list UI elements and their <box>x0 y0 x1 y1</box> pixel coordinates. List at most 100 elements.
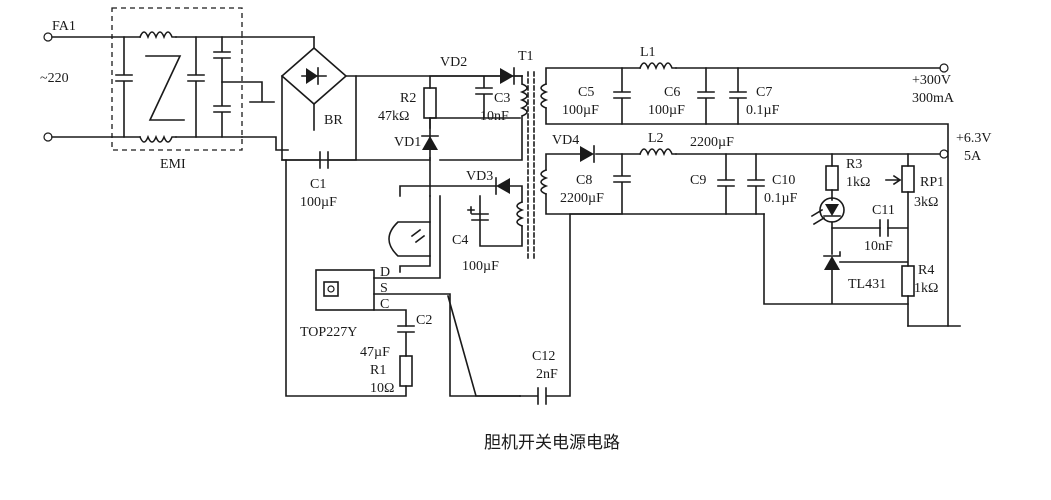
label-c10: C10 <box>772 173 795 188</box>
label-c2: C2 <box>416 313 432 328</box>
output-300v <box>545 62 949 327</box>
snubber <box>421 67 523 197</box>
label-l2: L2 <box>648 131 664 146</box>
c5-capacitor <box>613 67 631 125</box>
emi-choke-top <box>138 31 177 40</box>
r1-resistor <box>399 355 413 387</box>
vd3-diode <box>496 178 510 194</box>
label-out2-v: +6.3V <box>956 131 992 146</box>
label-out1-i: 300mA <box>912 91 955 106</box>
label-mains: ~220 <box>40 71 69 86</box>
label-c6: C6 <box>664 85 680 100</box>
label-l1: L1 <box>640 45 656 60</box>
c2-capacitor <box>397 325 415 357</box>
label-fa1: FA1 <box>52 19 76 34</box>
c7-capacitor <box>729 67 747 125</box>
label-c12: C12 <box>532 349 555 364</box>
top227y-body <box>315 269 375 311</box>
c4-capacitor <box>471 213 489 221</box>
fa1-terminal <box>43 32 53 42</box>
label-c7: C7 <box>756 85 772 100</box>
label-c4: C4 <box>452 233 468 248</box>
label-top227y: TOP227Y <box>300 325 357 340</box>
emi-y-caps <box>213 36 231 138</box>
vd2-diode <box>500 68 514 84</box>
label-out1-v: +300V <box>912 73 951 88</box>
label-rp1-val: 3kΩ <box>914 195 938 210</box>
top227y-ic <box>285 159 521 397</box>
r2-resistor <box>423 87 437 119</box>
t1-aux <box>516 200 525 228</box>
label-pin-c: C <box>380 297 389 312</box>
label-out2-i: 5A <box>964 149 982 164</box>
c10-capacitor <box>747 153 765 215</box>
label-pin-d: D <box>380 265 390 280</box>
label-c7-val: 0.1µF <box>746 103 780 118</box>
l2-inductor <box>638 148 677 157</box>
label-c1-val: 100µF <box>300 195 337 210</box>
label-pin-s: S <box>380 281 388 296</box>
label-br: BR <box>324 113 343 128</box>
out-6v3-terminal <box>939 149 949 159</box>
label-c3-val: 10nF <box>480 109 509 124</box>
label-r1: R1 <box>370 363 386 378</box>
t1-sec1 <box>540 82 549 110</box>
c8-capacitor <box>613 153 631 215</box>
label-vd1: VD1 <box>394 135 421 150</box>
label-emi: EMI <box>160 157 186 172</box>
label-r4-val: 1kΩ <box>914 281 938 296</box>
emi-ground <box>221 81 275 103</box>
l1-inductor <box>638 62 677 71</box>
label-vd2: VD2 <box>440 55 467 70</box>
label-c5: C5 <box>578 85 594 100</box>
label-c11-val: 10nF <box>864 239 893 254</box>
output-6v3 <box>545 145 961 327</box>
label-r1-val: 10Ω <box>370 381 394 396</box>
label-r2: R2 <box>400 91 416 106</box>
label-r3-val: 1kΩ <box>846 175 870 190</box>
label-r3: R3 <box>846 157 862 172</box>
t1-sec2 <box>540 168 549 196</box>
aux-supply <box>399 177 523 247</box>
label-r4: R4 <box>918 263 934 278</box>
emi-cap-2 <box>187 36 205 138</box>
label-c9: C9 <box>690 173 706 188</box>
label-c4-val: 100µF <box>462 259 499 274</box>
transformer-t1 <box>439 71 549 259</box>
label-c2-val: 47µF <box>360 345 390 360</box>
out-300v-terminal <box>939 63 949 73</box>
label-r2-val: 47kΩ <box>378 109 409 124</box>
input-section <box>43 7 275 151</box>
label-vd3: VD3 <box>466 169 493 184</box>
label-c12-val: 2nF <box>536 367 558 382</box>
diagram-caption: 胆机开关电源电路 <box>484 433 620 453</box>
optocoupler <box>388 195 431 273</box>
c11-capacitor <box>879 219 889 237</box>
r3-resistor <box>825 165 839 191</box>
label-t1: T1 <box>518 49 534 64</box>
emi-cap-1 <box>115 36 133 138</box>
labels: FA1 ~220 EMI BR C1 100µF VD2 T1 R2 47kΩ … <box>40 19 992 396</box>
choke-core-z <box>145 55 185 121</box>
c12-capacitor <box>519 213 621 405</box>
label-c1: C1 <box>310 177 326 192</box>
label-rp1: RP1 <box>920 175 944 190</box>
rp1-potentiometer <box>901 165 915 193</box>
label-l2-val: 2200µF <box>690 135 734 150</box>
c9-capacitor <box>717 153 735 215</box>
label-vd4: VD4 <box>552 133 579 148</box>
label-c10-val: 0.1µF <box>764 191 798 206</box>
opto-transistor <box>388 221 431 257</box>
top227y-tab <box>323 281 339 297</box>
r4-resistor <box>901 265 915 297</box>
bridge-rectifier <box>241 36 523 161</box>
label-c5-val: 100µF <box>562 103 599 118</box>
t1-primary <box>439 75 528 161</box>
label-c11: C11 <box>872 203 895 218</box>
emi-filter-box <box>111 7 243 151</box>
label-c8-val: 2200µF <box>560 191 604 206</box>
vd4-diode <box>580 146 594 162</box>
neutral-terminal <box>43 132 53 142</box>
